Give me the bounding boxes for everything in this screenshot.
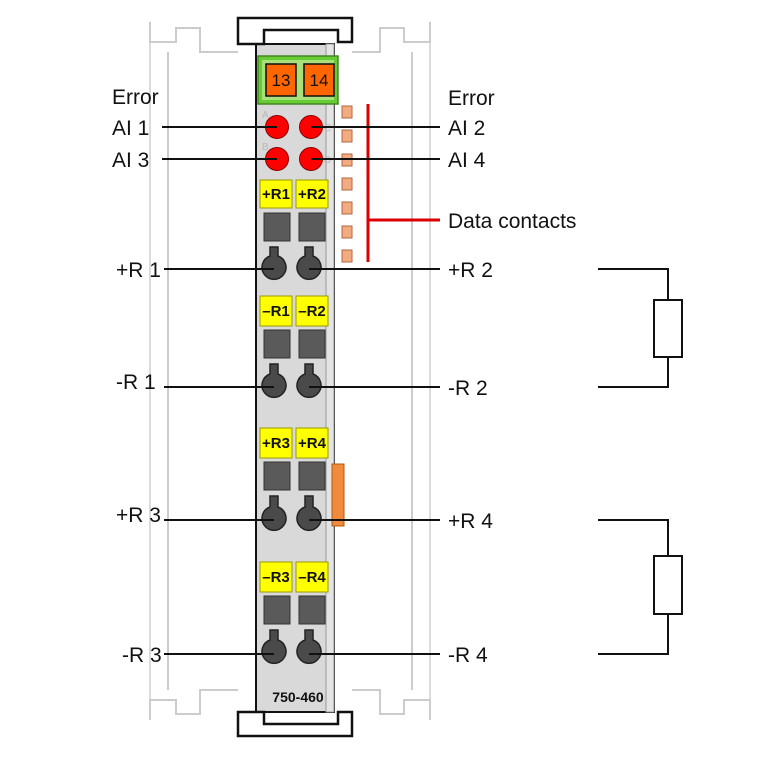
terminal-label-rows: +R1 +R2 –R1 –R2 +R3 +R4 –R3 –R4: [259, 179, 329, 593]
label-minus-r4: –R4: [298, 569, 326, 586]
resistor-circuit-top: [598, 268, 683, 388]
ai4-label: AI 4: [448, 149, 486, 172]
label-plus-r4: +R4: [298, 435, 327, 452]
led-letter-c: C: [324, 123, 331, 134]
resistor-circuit-bottom: [598, 519, 683, 655]
ai2-label: AI 2: [448, 117, 485, 140]
module-housing: [236, 16, 354, 738]
ai3-label: AI 3: [112, 149, 149, 172]
led-letter-b: B: [262, 142, 269, 153]
text-labels: Error Error AI 1 AI 2 AI 3 AI 4 Data con…: [112, 86, 576, 667]
label-plus-r1: +R1: [262, 186, 290, 203]
data-contacts-label: Data contacts: [448, 210, 576, 233]
terminal-14-label: 14: [310, 71, 329, 90]
led-letter-a: A: [262, 110, 269, 121]
r4-plus-label: +R 4: [448, 510, 493, 533]
led-letter-d: D: [324, 155, 331, 166]
label-plus-r3: +R3: [262, 435, 290, 452]
label-plus-r2: +R2: [298, 186, 326, 203]
r1-minus-label: -R 1: [116, 371, 156, 394]
r2-plus-label: +R 2: [448, 259, 493, 282]
terminal-13-label: 13: [272, 71, 291, 90]
r2-minus-label: -R 2: [448, 377, 488, 400]
label-minus-r3: –R3: [262, 569, 290, 586]
release-squares: [263, 212, 326, 625]
r3-minus-label: -R 3: [122, 644, 162, 667]
connection-lines: [162, 126, 440, 655]
r4-minus-label: -R 4: [448, 644, 488, 667]
r1-plus-label: +R 1: [116, 259, 161, 282]
label-minus-r1: –R1: [262, 303, 290, 320]
r3-plus-label: +R 3: [116, 504, 161, 527]
error-label-right: Error: [448, 87, 495, 110]
ai1-label: AI 1: [112, 117, 149, 140]
side-marking: [331, 463, 345, 527]
data-contacts: [341, 105, 353, 263]
terminal-14: [303, 63, 335, 97]
data-contacts-bracket: [366, 104, 440, 262]
model-number: 750-460: [272, 689, 324, 705]
terminal-13: [265, 63, 297, 97]
top-terminal-block: 13 14: [257, 55, 339, 105]
error-label-left: Error: [112, 86, 159, 109]
resistor-icon: [653, 555, 683, 615]
resistor-icon: [653, 299, 683, 358]
label-minus-r2: –R2: [298, 303, 326, 320]
